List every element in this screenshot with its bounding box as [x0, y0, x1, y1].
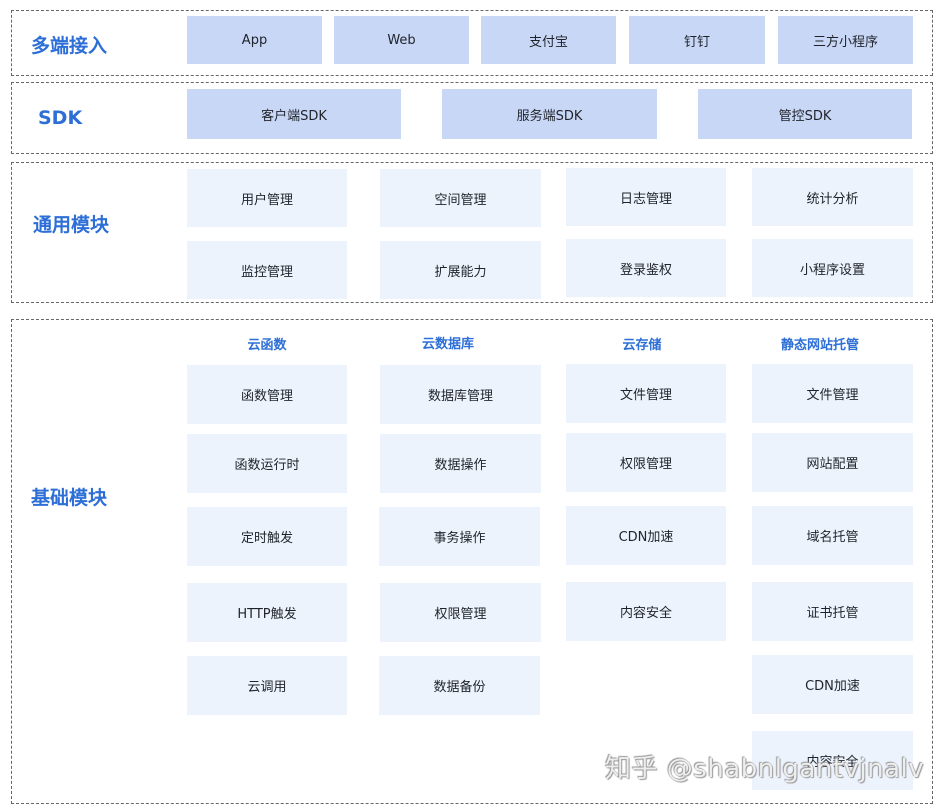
sdk-section	[11, 82, 933, 154]
base-col-header-cloud-function: 云函数	[247, 338, 287, 353]
access-item-dingtalk: 钉钉	[629, 16, 765, 64]
base-cloud-function-item: HTTP触发	[187, 583, 347, 642]
common-section-title: 通用模块	[33, 214, 110, 236]
base-cloud-storage-item: 文件管理	[566, 364, 726, 423]
base-cloud-function-item: 定时触发	[187, 507, 347, 566]
access-item-mini-program: 三方小程序	[778, 16, 913, 64]
base-cloud-function-item: 函数运行时	[187, 434, 347, 493]
base-col-header-cloud-storage: 云存储	[622, 338, 662, 353]
common-item-extension: 扩展能力	[380, 241, 541, 299]
access-section	[11, 10, 933, 76]
base-col-header-static-hosting: 静态网站托管	[780, 338, 859, 353]
base-static-hosting-item: 文件管理	[752, 364, 913, 423]
base-cloud-storage-item: 权限管理	[566, 433, 726, 492]
common-item-login-auth: 登录鉴权	[566, 239, 726, 297]
base-cloud-storage-item: 内容安全	[566, 582, 726, 641]
base-cloud-function-item: 函数管理	[187, 365, 347, 424]
base-static-hosting-item: 网站配置	[752, 433, 913, 492]
sdk-item-server: 服务端SDK	[442, 89, 657, 139]
access-item-alipay: 支付宝	[481, 16, 616, 64]
common-item-monitoring: 监控管理	[187, 241, 347, 299]
common-item-log-management: 日志管理	[566, 168, 726, 226]
common-item-user-management: 用户管理	[187, 169, 347, 227]
base-cloud-database-item: 数据库管理	[380, 365, 541, 424]
base-cloud-database-item: 事务操作	[379, 507, 540, 566]
access-section-title: 多端接入	[31, 35, 108, 57]
base-static-hosting-item: 证书托管	[752, 582, 913, 641]
sdk-item-admin: 管控SDK	[698, 89, 912, 139]
common-section	[11, 162, 933, 303]
access-item-web: Web	[334, 16, 469, 64]
sdk-item-client: 客户端SDK	[187, 89, 401, 139]
base-static-hosting-item: CDN加速	[752, 655, 913, 714]
base-cloud-database-item: 数据操作	[380, 434, 541, 493]
access-item-app: App	[187, 16, 322, 64]
base-col-header-cloud-database: 云数据库	[421, 337, 474, 352]
base-cloud-function-item: 云调用	[187, 656, 347, 715]
sdk-section-title: SDK	[38, 107, 83, 129]
base-section-title: 基础模块	[31, 487, 108, 509]
common-item-space-management: 空间管理	[380, 169, 541, 227]
base-section	[11, 319, 933, 804]
base-cloud-storage-item: CDN加速	[566, 506, 726, 565]
common-item-mini-program-settings: 小程序设置	[752, 239, 913, 297]
watermark: 知乎 @shabnlgantvjnalv	[605, 754, 925, 784]
base-static-hosting-item: 内容安全	[752, 731, 913, 790]
base-cloud-database-item: 数据备份	[379, 656, 540, 715]
base-static-hosting-item: 域名托管	[752, 506, 913, 565]
common-item-statistics: 统计分析	[752, 168, 913, 226]
base-cloud-database-item: 权限管理	[380, 583, 541, 642]
